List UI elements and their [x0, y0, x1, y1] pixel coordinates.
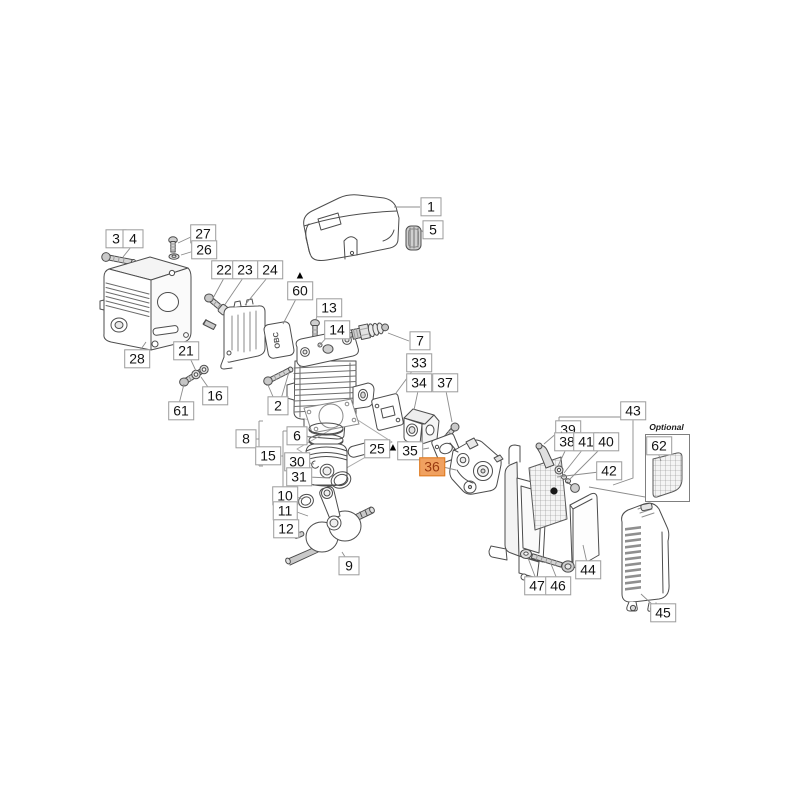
callout-2[interactable]: 2: [267, 396, 289, 416]
callout-24[interactable]: 24: [257, 260, 283, 280]
leader-line-40: [569, 448, 601, 480]
part-crankshaft[interactable]: [285, 486, 376, 566]
callout-1[interactable]: 1: [420, 197, 442, 217]
optional-box-label: Optional: [649, 422, 684, 432]
part-screws-21[interactable]: [179, 364, 209, 387]
leader-line-61: [178, 383, 185, 405]
leader-line-22: [211, 277, 225, 301]
callout-35[interactable]: 35: [397, 441, 423, 461]
part-ring-31[interactable]: [329, 469, 353, 491]
leader-line-7: [387, 332, 410, 342]
callout-7[interactable]: 7: [409, 331, 431, 351]
leader-line-42: [556, 471, 600, 478]
leader-line-2-1: [280, 371, 290, 400]
part-manifold[interactable]: [403, 408, 440, 445]
part-choke-lever[interactable]: [535, 442, 555, 469]
leader-line-47: [527, 557, 537, 580]
part-screw-27[interactable]: [168, 236, 178, 253]
leader-line-24: [244, 277, 268, 306]
callout-4[interactable]: 4: [122, 229, 144, 249]
callout-27[interactable]: 27: [190, 224, 216, 244]
optional-box: [645, 434, 690, 502]
callout-28[interactable]: 28: [124, 349, 150, 369]
part-felt-filter[interactable]: [569, 492, 600, 568]
callout-61[interactable]: 61: [168, 401, 194, 421]
callout-60[interactable]: 60: [287, 281, 313, 301]
part-cylinder-gasket[interactable]: [303, 398, 360, 434]
callout-26[interactable]: 26: [191, 240, 217, 260]
callout-8[interactable]: 8: [235, 429, 257, 449]
part-spark-plug[interactable]: [346, 320, 390, 342]
leader-line-38: [557, 448, 567, 467]
callout-21[interactable]: 21: [173, 341, 199, 361]
part-bolt-2[interactable]: [263, 366, 294, 386]
part-bolt-46[interactable]: [520, 549, 575, 573]
part-washer-26[interactable]: [168, 253, 180, 260]
callout-5[interactable]: 5: [422, 220, 444, 240]
part-air-cover[interactable]: [621, 502, 670, 613]
callout-44[interactable]: 44: [575, 560, 601, 580]
part-engine-cover[interactable]: [303, 194, 400, 261]
part-grommet[interactable]: [405, 225, 422, 251]
leader-line-43-2: [612, 419, 634, 486]
callout-11[interactable]: 11: [272, 501, 298, 521]
part-logo-plate[interactable]: OBC: [263, 321, 295, 359]
leader-line-41: [563, 448, 584, 474]
leader-line-23: [223, 277, 244, 307]
callout-13[interactable]: 13: [316, 298, 342, 318]
callout-45[interactable]: 45: [650, 603, 676, 623]
callout-22[interactable]: 22: [211, 260, 237, 280]
part-ring-10[interactable]: [297, 492, 316, 509]
callout-25[interactable]: 25: [364, 439, 390, 459]
leader-line-37: [445, 390, 453, 423]
callout-34[interactable]: 34: [406, 373, 432, 393]
callout-16[interactable]: 16: [202, 386, 228, 406]
callout-9[interactable]: 9: [338, 556, 360, 576]
leader-line-36: [442, 466, 457, 471]
part-airbox-housing[interactable]: [488, 444, 568, 581]
part-carburetor[interactable]: [449, 437, 504, 495]
part-muffler[interactable]: [99, 256, 192, 351]
part-plate-33[interactable]: [371, 393, 404, 431]
callout-46[interactable]: 46: [545, 576, 571, 596]
callout-14[interactable]: 14: [324, 320, 350, 340]
leader-line-60: [282, 298, 297, 325]
leader-line-44: [582, 544, 588, 564]
logo-plate-text: OBC: [271, 331, 282, 349]
part-mesh-filter[interactable]: [652, 452, 683, 498]
callout-31[interactable]: 31: [286, 467, 312, 487]
part-choke-bits[interactable]: [554, 465, 580, 493]
leader-line-optional: [588, 486, 646, 498]
callout-30[interactable]: 30: [284, 452, 310, 472]
callout-23[interactable]: 23: [232, 260, 258, 280]
callout-47[interactable]: 47: [524, 576, 550, 596]
part-bolt-3-4[interactable]: [101, 252, 137, 267]
callout-12[interactable]: 12: [273, 519, 299, 539]
callout-33[interactable]: 33: [406, 353, 432, 373]
callout-42[interactable]: 42: [596, 461, 622, 481]
callout-40[interactable]: 40: [593, 432, 619, 452]
callout-62[interactable]: 62: [646, 436, 672, 456]
callout-37[interactable]: 37: [432, 373, 458, 393]
leader-line-34: [413, 390, 419, 411]
part-piston[interactable]: [305, 443, 348, 487]
callout-15[interactable]: 15: [255, 446, 281, 466]
callout-6[interactable]: 6: [286, 426, 308, 446]
callout-43[interactable]: 43: [620, 401, 646, 421]
part-pin-clip-30[interactable]: [311, 460, 319, 469]
part-muffler-guard[interactable]: [220, 298, 266, 370]
callout-36[interactable]: 36: [419, 457, 445, 477]
